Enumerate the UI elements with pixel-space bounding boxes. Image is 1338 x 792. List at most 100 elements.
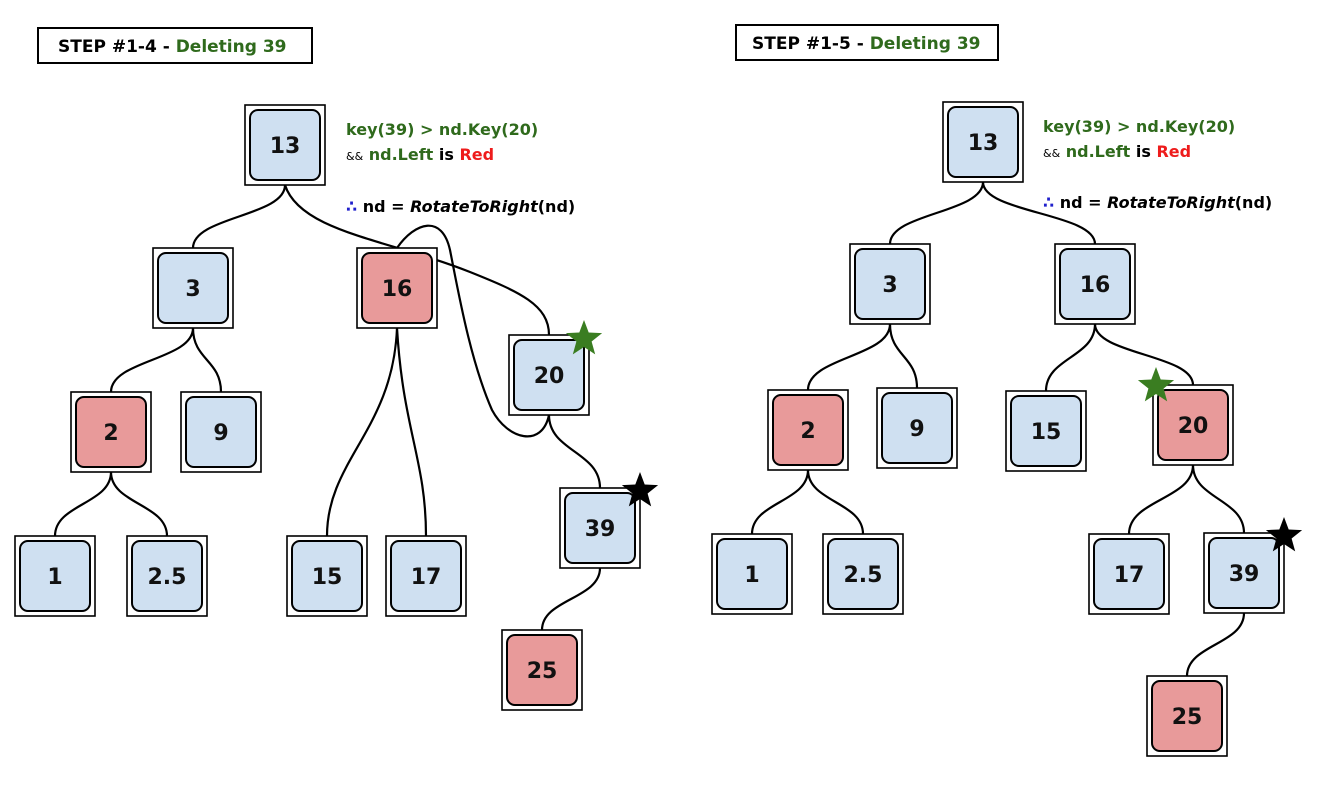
edge-n39-n25 (540, 567, 602, 631)
svg-text:STEP #1-5 - Deleting 39: STEP #1-5 - Deleting 39 (752, 34, 981, 54)
edge-n13-n20 (283, 184, 551, 336)
annotation-left: nd.Left (369, 145, 434, 164)
edge-rotation-loop (396, 224, 551, 438)
edge-n2-n1 (53, 471, 113, 537)
node-box (75, 396, 147, 468)
node-25: 25 (1146, 675, 1228, 757)
annotation-lhs: nd = (1060, 193, 1102, 212)
annotation-left: nd.Left (1066, 142, 1131, 161)
svg-text:∴ nd = RotateToRight(nd): ∴ nd = RotateToRight(nd) (346, 197, 575, 216)
node-box (361, 252, 433, 324)
node-box (131, 540, 203, 612)
edge-n3-n9 (191, 327, 223, 393)
node-label: 16 (382, 277, 413, 302)
node-box (854, 248, 926, 320)
edge-m20-m17 (1127, 464, 1195, 535)
edge-m2-m2_5 (806, 469, 865, 535)
node-2: 2 (70, 391, 152, 473)
node-box (772, 394, 844, 466)
node-label: 1 (47, 565, 62, 590)
node-3: 3 (849, 243, 931, 325)
edge-m20-m39 (1191, 464, 1246, 534)
node-box (1010, 395, 1082, 467)
edge-n16-n15 (325, 327, 399, 537)
annotation-fn: RotateToRight (1107, 193, 1236, 212)
node-box (1093, 538, 1165, 610)
green-star-icon (1137, 367, 1175, 402)
node-label: 25 (527, 659, 558, 684)
step-1-4-title: STEP #1-4 - Deleting 39 (37, 27, 313, 64)
node-15: 15 (286, 535, 368, 617)
node-box (19, 540, 91, 612)
black-star-icon (621, 472, 659, 507)
node-label: 15 (312, 565, 343, 590)
node-label: 20 (1178, 414, 1209, 439)
node-box (881, 392, 953, 464)
step-1-4-annotation: key(39) > nd.Key(20) && nd.Left is Red ∴… (346, 120, 575, 216)
node-label: 25 (1172, 705, 1203, 730)
annotation-op: && (1043, 147, 1061, 160)
node-3: 3 (152, 247, 234, 329)
node-label: 13 (968, 131, 999, 156)
black-star-icon (1265, 517, 1303, 552)
node-39: 39 (1203, 532, 1285, 614)
annotation-arg: (nd) (538, 197, 575, 216)
node-15: 15 (1005, 390, 1087, 472)
node-label: 17 (411, 565, 442, 590)
annotation-line1: key(39) > nd.Key(20) (346, 120, 538, 139)
node-label: 1 (744, 563, 759, 588)
node-label: 39 (1229, 562, 1260, 587)
node-2: 2 (767, 389, 849, 471)
node-label: 9 (909, 417, 924, 442)
node-label: 3 (882, 273, 897, 298)
node-9: 9 (180, 391, 262, 473)
edge-m39-m25 (1185, 612, 1246, 677)
node-box (947, 106, 1019, 178)
step-1-4-title-prefix: STEP #1-4 - (58, 37, 176, 57)
edge-m3-m2 (806, 323, 892, 391)
node-box (390, 540, 462, 612)
node-label: 9 (213, 421, 228, 446)
annotation-red: Red (459, 145, 494, 164)
edge-n13-n3 (191, 184, 287, 249)
annotation-arg: (nd) (1235, 193, 1272, 212)
annotation-line1: key(39) > nd.Key(20) (1043, 117, 1235, 136)
step-1-5-annotation: key(39) > nd.Key(20) && nd.Left is Red ∴… (1043, 117, 1272, 212)
node-label: 2.5 (844, 563, 883, 588)
node-2.5: 2.5 (126, 535, 208, 617)
svg-text:∴ nd = RotateToRight(nd): ∴ nd = RotateToRight(nd) (1043, 193, 1272, 212)
node-label: 2 (800, 419, 815, 444)
node-label: 39 (585, 517, 616, 542)
node-box (249, 109, 321, 181)
annotation-op: && (346, 150, 364, 163)
edge-n2-n2_5 (109, 471, 169, 537)
annotation-is: is (1136, 142, 1151, 161)
node-label: 2 (103, 421, 118, 446)
therefore-icon: ∴ (346, 197, 357, 216)
node-17: 17 (1088, 533, 1170, 615)
node-box (157, 252, 229, 324)
edge-m2-m1 (750, 469, 810, 535)
node-box (716, 538, 788, 610)
node-16: 16 (1054, 243, 1136, 325)
edge-n20-n39 (547, 414, 602, 489)
node-label: 20 (534, 364, 565, 389)
node-box (1059, 248, 1131, 320)
node-box (1151, 680, 1223, 752)
annotation-lhs: nd = (363, 197, 405, 216)
annotation-fn: RotateToRight (410, 197, 539, 216)
step-1-5-title-action: Deleting 39 (870, 34, 981, 54)
node-16: 16 (356, 247, 438, 329)
svg-text:&& nd.Left is Red: && nd.Left is Red (346, 145, 494, 164)
edge-n3-n2 (109, 327, 195, 393)
node-label: 15 (1031, 420, 1062, 445)
node-2.5: 2.5 (822, 533, 904, 615)
edge-m3-m9 (888, 323, 919, 389)
tree-edges (53, 181, 1246, 677)
edge-n16-n17 (395, 327, 428, 537)
node-39: 39 (559, 487, 641, 569)
green-star-icon (565, 320, 603, 355)
node-box (513, 339, 585, 411)
edge-m16-m20 (1093, 323, 1195, 386)
